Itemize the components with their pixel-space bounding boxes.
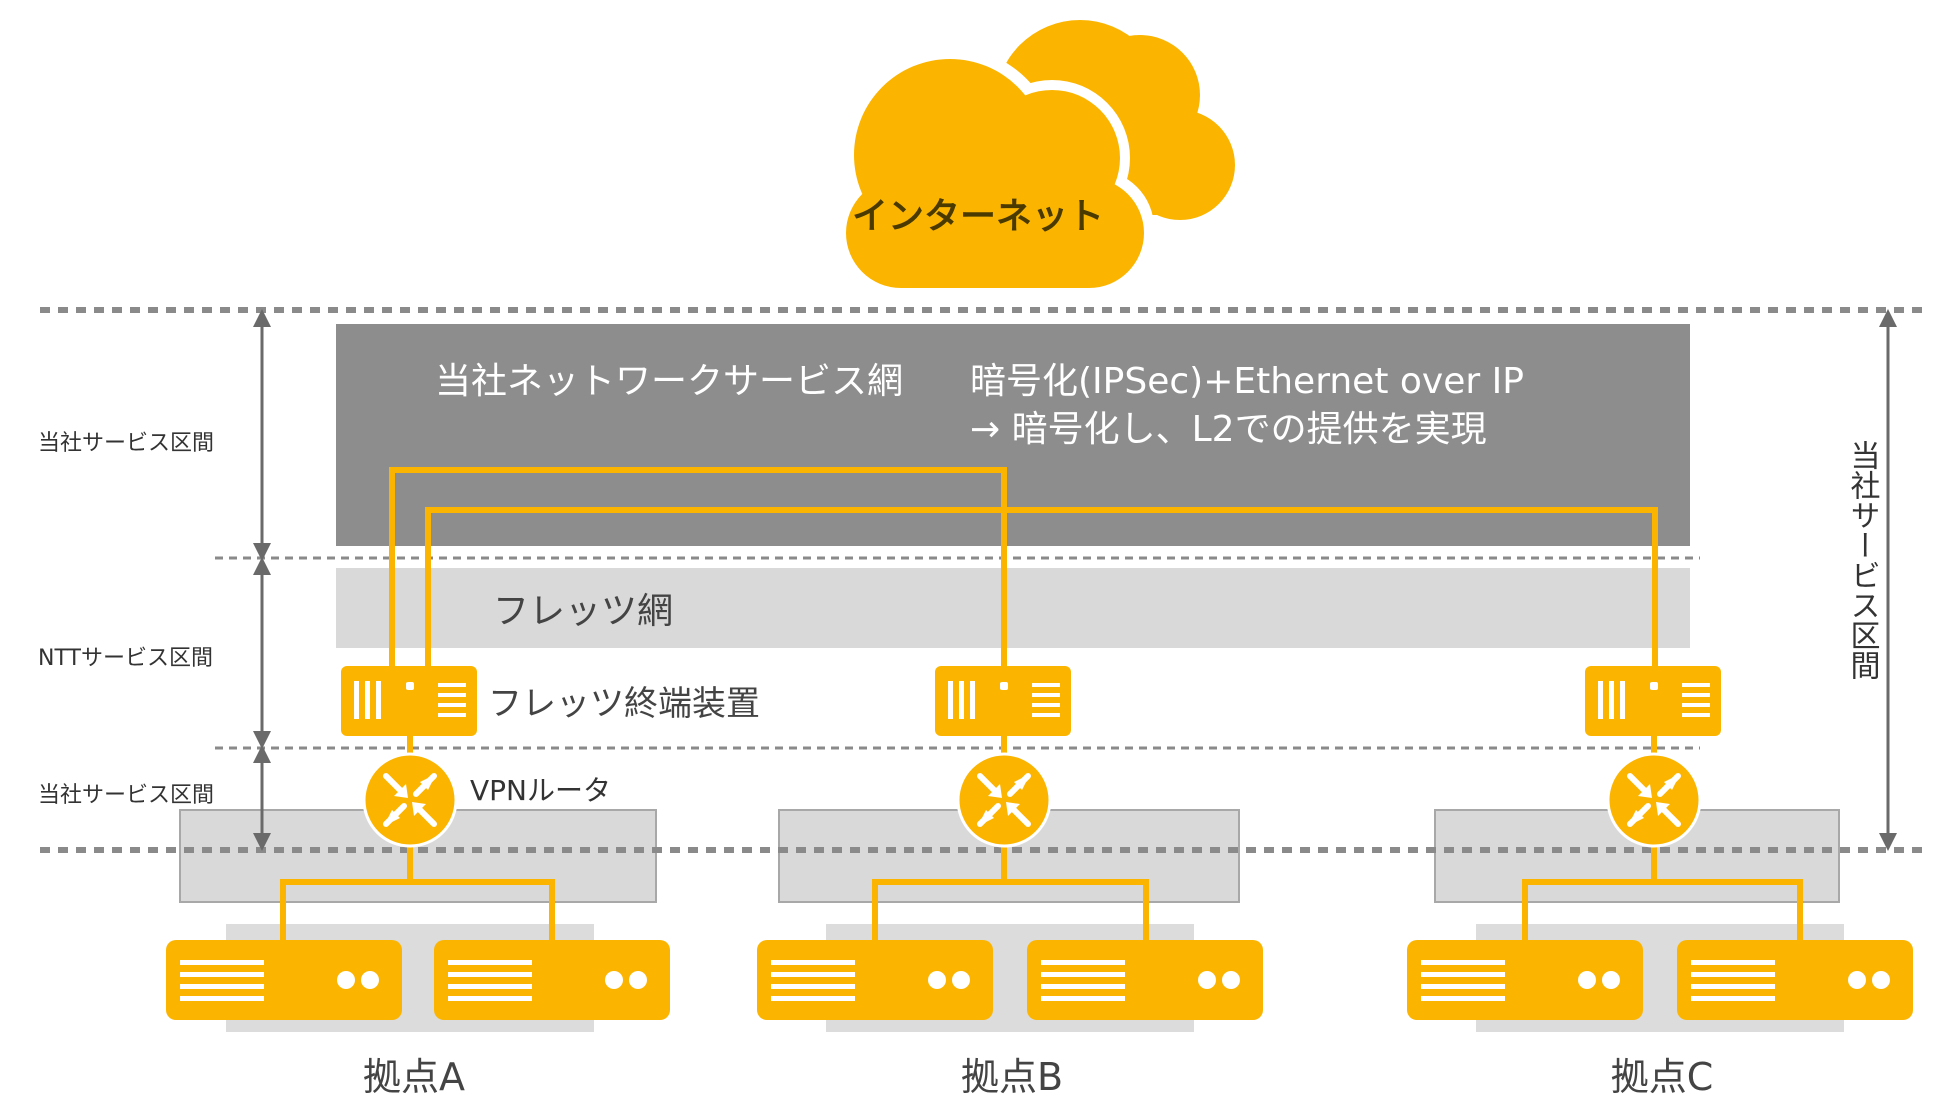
server-icon — [1407, 940, 1643, 1020]
server-icon — [166, 940, 402, 1020]
section-label-company-top: 当社サービス区間 — [38, 431, 214, 456]
encryption-line-2: → 暗号化し、L2での提供を実現 — [970, 409, 1487, 450]
section-label-company-bottom: 当社サービス区間 — [38, 783, 214, 808]
flets-network-zone — [336, 568, 1690, 648]
link-router-c-server2 — [1654, 879, 1803, 950]
flets-terminal-icon — [1585, 666, 1721, 736]
link-router-c-server1 — [1522, 840, 1657, 950]
flets-network-label: フレッツ網 — [493, 591, 673, 632]
link-router-b-server1 — [872, 840, 1007, 950]
link-router-a-server1 — [280, 840, 413, 950]
server-icon — [1027, 940, 1263, 1020]
link-router-a-server2 — [410, 879, 555, 950]
section-label-right: 当社サービス区間 — [1845, 440, 1881, 680]
company-network-label: 当社ネットワークサービス網 — [435, 361, 903, 402]
flets-terminal-icon — [341, 666, 477, 736]
flets-terminal-label: フレッツ終端装置 — [488, 684, 760, 724]
encryption-line-1: 暗号化(IPSec)+Ethernet over IP — [970, 361, 1524, 402]
section-label-ntt: NTTサービス区間 — [38, 646, 213, 671]
server-icon — [757, 940, 993, 1020]
vpn-router-label: VPNルータ — [470, 774, 611, 807]
server-icon — [1677, 940, 1913, 1020]
vpn-router-icon — [956, 752, 1052, 848]
vpn-router-icon — [1606, 752, 1702, 848]
link-a-b — [389, 467, 1007, 672]
link-a-c — [425, 507, 1658, 672]
site-label-b: 拠点B — [961, 1055, 1063, 1099]
cloud-icon — [836, 20, 1235, 296]
flets-terminal-icon — [935, 666, 1071, 736]
server-icon — [434, 940, 670, 1020]
vpn-router-icon — [362, 752, 458, 848]
site-label-c: 拠点C — [1611, 1055, 1714, 1099]
site-label-a: 拠点A — [363, 1055, 465, 1099]
link-router-b-server2 — [1004, 879, 1149, 950]
cloud-label: インターネット — [852, 196, 1104, 237]
